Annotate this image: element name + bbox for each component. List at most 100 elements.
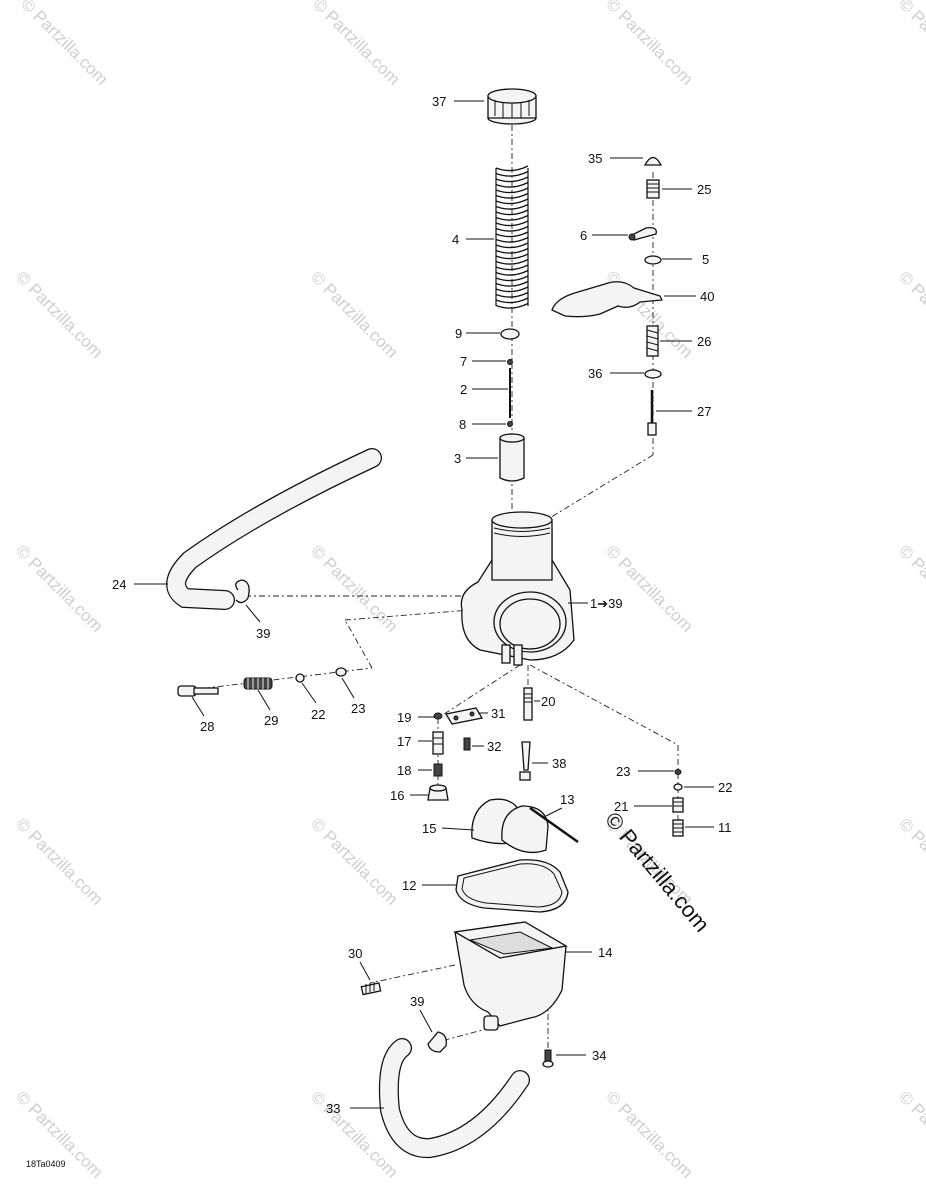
callout-11: 11 [718, 820, 732, 835]
spring-coil [495, 214, 529, 221]
spring-coil [495, 209, 529, 216]
callout-35: 35 [588, 151, 602, 166]
callout-13: 13 [560, 792, 574, 807]
spring-coil [495, 269, 529, 276]
spring-coil [495, 247, 529, 254]
callout-34: 34 [592, 1048, 606, 1063]
screw-34 [542, 1049, 554, 1068]
callout-28: 28 [200, 719, 214, 734]
callout-23-left: 23 [351, 701, 365, 716]
callout-32: 32 [487, 739, 501, 754]
callout-37: 37 [432, 94, 446, 109]
washer-36 [644, 369, 662, 379]
spring-coil [495, 198, 529, 205]
screw-28 [177, 685, 219, 697]
spring-coil [495, 280, 529, 287]
spring-coil [495, 192, 529, 199]
cup-16 [427, 784, 449, 801]
jet-17 [432, 731, 444, 755]
spring-coil [495, 225, 529, 232]
spring-coil [495, 187, 529, 194]
spring-coil [495, 220, 529, 227]
clip-7 [507, 359, 513, 365]
pin-13 [529, 806, 579, 844]
spring-coil [495, 165, 529, 172]
callout-26: 26 [697, 334, 711, 349]
watermark: © Partzilla.com [17, 0, 111, 89]
watermark: © Partzilla.com [602, 1087, 696, 1181]
ring-19 [433, 712, 443, 720]
cap-35 [643, 156, 663, 166]
carburetor-body-1 [460, 511, 575, 666]
float-needle-38 [519, 741, 531, 781]
spring-coil [495, 302, 529, 309]
screw-11 [672, 819, 684, 837]
callout-27: 27 [697, 404, 711, 419]
callout-5: 5 [702, 252, 709, 267]
callout-15: 15 [422, 821, 436, 836]
watermark: © Partzilla.com [307, 267, 401, 361]
callout-20: 20 [541, 694, 555, 709]
callout-33: 33 [326, 1101, 340, 1116]
callout-1-39: 1➔39 [590, 596, 623, 611]
spring-coil [495, 297, 529, 304]
lever-6 [628, 226, 657, 241]
spring-coil [495, 275, 529, 282]
watermark: © Partzilla.com [895, 541, 926, 635]
callout-23-right: 23 [616, 764, 630, 779]
lever-6-pin [628, 233, 636, 241]
callout-16: 16 [390, 788, 404, 803]
watermark: © Partzilla.com [12, 267, 106, 361]
callouts: 37 4 9 7 2 8 3 35 25 6 5 40 26 36 27 24 … [112, 94, 732, 1116]
spring-26 [646, 325, 659, 357]
screw-25 [646, 179, 660, 199]
spring-coil [495, 170, 529, 177]
cap-37 [487, 88, 537, 125]
screw-32 [463, 737, 471, 751]
callout-8: 8 [459, 417, 466, 432]
spring-coil [495, 264, 529, 271]
callout-21: 21 [614, 799, 628, 814]
spring-coil [495, 286, 529, 293]
spring-29 [243, 677, 273, 690]
watermark: © Partzilla.com [602, 541, 696, 635]
clamp-39-upper [235, 579, 250, 604]
callout-3: 3 [454, 451, 461, 466]
watermark: © Partzilla.com [307, 814, 401, 908]
spring-coil [495, 176, 529, 183]
callout-29: 29 [264, 713, 278, 728]
callout-14: 14 [598, 945, 612, 960]
plunger-27 [647, 390, 657, 436]
assembly-axes [189, 125, 679, 1060]
watermark: © Partzilla.com [895, 1087, 926, 1181]
callout-17: 17 [397, 734, 411, 749]
spring-coil [495, 242, 529, 249]
watermark: © Partzilla.com [12, 541, 106, 635]
callout-31: 31 [491, 706, 505, 721]
callout-7: 7 [460, 354, 467, 369]
ring-23-left [335, 667, 347, 677]
callout-39-upper: 39 [256, 626, 270, 641]
needle-jet-20 [523, 687, 533, 721]
choke-lever-40 [551, 281, 664, 318]
callout-25: 25 [697, 182, 711, 197]
watermark: © Partzilla.com [309, 0, 403, 89]
washer-5 [644, 255, 662, 265]
callout-40: 40 [700, 289, 714, 304]
spring-coil [495, 236, 529, 243]
watermark: © Partzilla.com [307, 541, 401, 635]
watermark: © Partzilla.com [895, 814, 926, 908]
spring-coil [495, 258, 529, 265]
spring-coil [495, 291, 529, 298]
watermark: © Partzilla.com [895, 0, 926, 89]
callout-19: 19 [397, 710, 411, 725]
watermark: © Partzilla.com [895, 267, 926, 361]
callout-24: 24 [112, 577, 126, 592]
callout-18: 18 [397, 763, 411, 778]
float-bowl-14 [453, 921, 568, 1031]
callout-9: 9 [455, 326, 462, 341]
washer-22-right [673, 783, 683, 791]
float-15 [471, 798, 549, 854]
clamp-39-lower [427, 1031, 447, 1053]
parts [166, 88, 684, 1159]
